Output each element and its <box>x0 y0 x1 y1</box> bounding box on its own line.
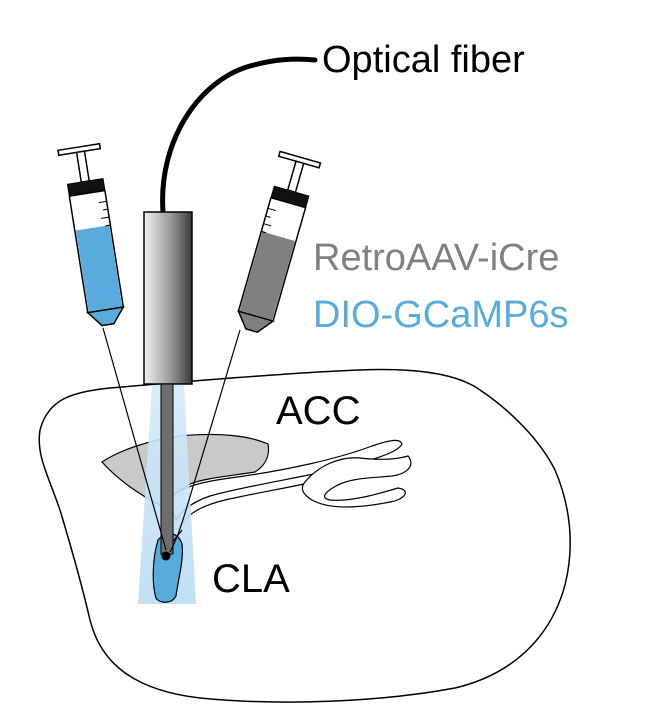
right-needle <box>185 329 241 511</box>
acc-label: ACC <box>276 389 360 433</box>
cla-label: CLA <box>212 557 290 601</box>
optical-fiber-label: Optical fiber <box>322 39 525 81</box>
dio-virus-label: DIO-GCaMP6s <box>313 294 568 336</box>
fiber-tip <box>161 551 171 561</box>
syringe-icon <box>237 150 322 334</box>
right-needle-tail <box>169 509 187 553</box>
syringe-icon <box>57 142 125 327</box>
callosum-band <box>167 439 403 522</box>
retro-virus-label: RetroAAV-iCre <box>313 237 559 279</box>
hippocampus-shape <box>301 455 412 508</box>
optical-fiber-icon <box>143 211 193 385</box>
fiber-shaft <box>160 383 174 555</box>
left-needle <box>102 327 167 551</box>
fiber-cable <box>160 56 318 215</box>
